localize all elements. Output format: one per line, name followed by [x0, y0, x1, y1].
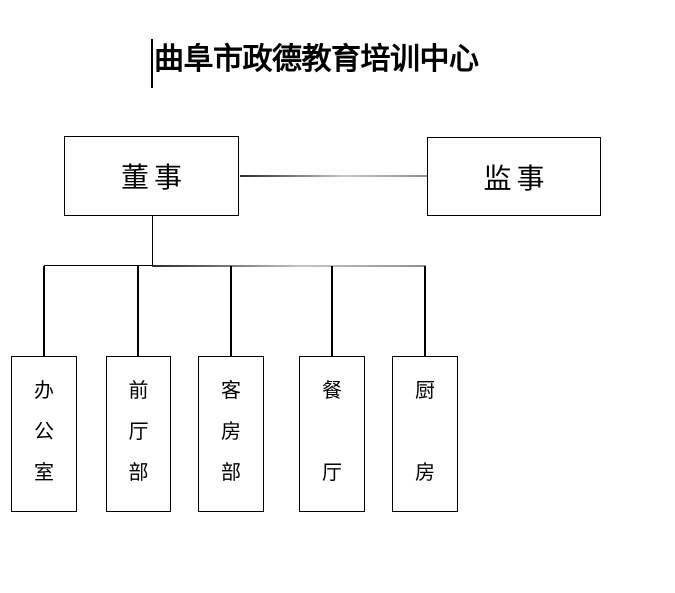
dept-box-housekeeping[interactable]: 客 房 部	[198, 356, 264, 512]
dept-label-line: 厅	[128, 419, 149, 443]
dept-label-line: 厨	[415, 378, 435, 402]
dept-box-front-office[interactable]: 前 厅 部	[106, 356, 171, 512]
dept-box-kitchen[interactable]: 厨 房	[392, 356, 458, 512]
dept-label-line: 公	[34, 419, 54, 443]
org-node-director[interactable]: 董事	[64, 136, 239, 216]
connector-director-supervisor	[240, 175, 427, 177]
dept-label-line: 客	[221, 378, 241, 402]
text-cursor	[151, 39, 153, 88]
dept-label-line: 部	[221, 460, 241, 484]
distribution-line-left	[43, 264, 153, 266]
org-node-supervisor-label: 监事	[483, 161, 550, 195]
distribution-line-right	[152, 265, 426, 267]
dept-label-line: 厅	[322, 460, 342, 484]
drop-line-office	[43, 266, 45, 357]
dept-box-restaurant[interactable]: 餐 厅	[299, 356, 365, 512]
dept-label-line: 室	[34, 460, 54, 484]
dept-label-line: 餐	[322, 378, 342, 402]
dept-label-line: 办	[34, 378, 54, 402]
dept-label-line: 房	[415, 460, 435, 484]
drop-line-kitchen	[424, 266, 426, 357]
drop-line-restaurant	[331, 266, 333, 357]
drop-line-housekeeping	[230, 266, 232, 357]
org-node-supervisor[interactable]: 监事	[427, 137, 601, 216]
page-title: 曲阜市政德教育培训中心	[154, 42, 479, 77]
trunk-line	[151, 216, 153, 266]
dept-label-line: 前	[128, 378, 149, 402]
dept-box-office[interactable]: 办 公 室	[11, 356, 77, 512]
org-node-director-label: 董事	[120, 161, 187, 194]
dept-label-line: 部	[128, 460, 149, 484]
dept-label-line: 房	[221, 419, 241, 443]
drop-line-front-office	[137, 266, 139, 357]
